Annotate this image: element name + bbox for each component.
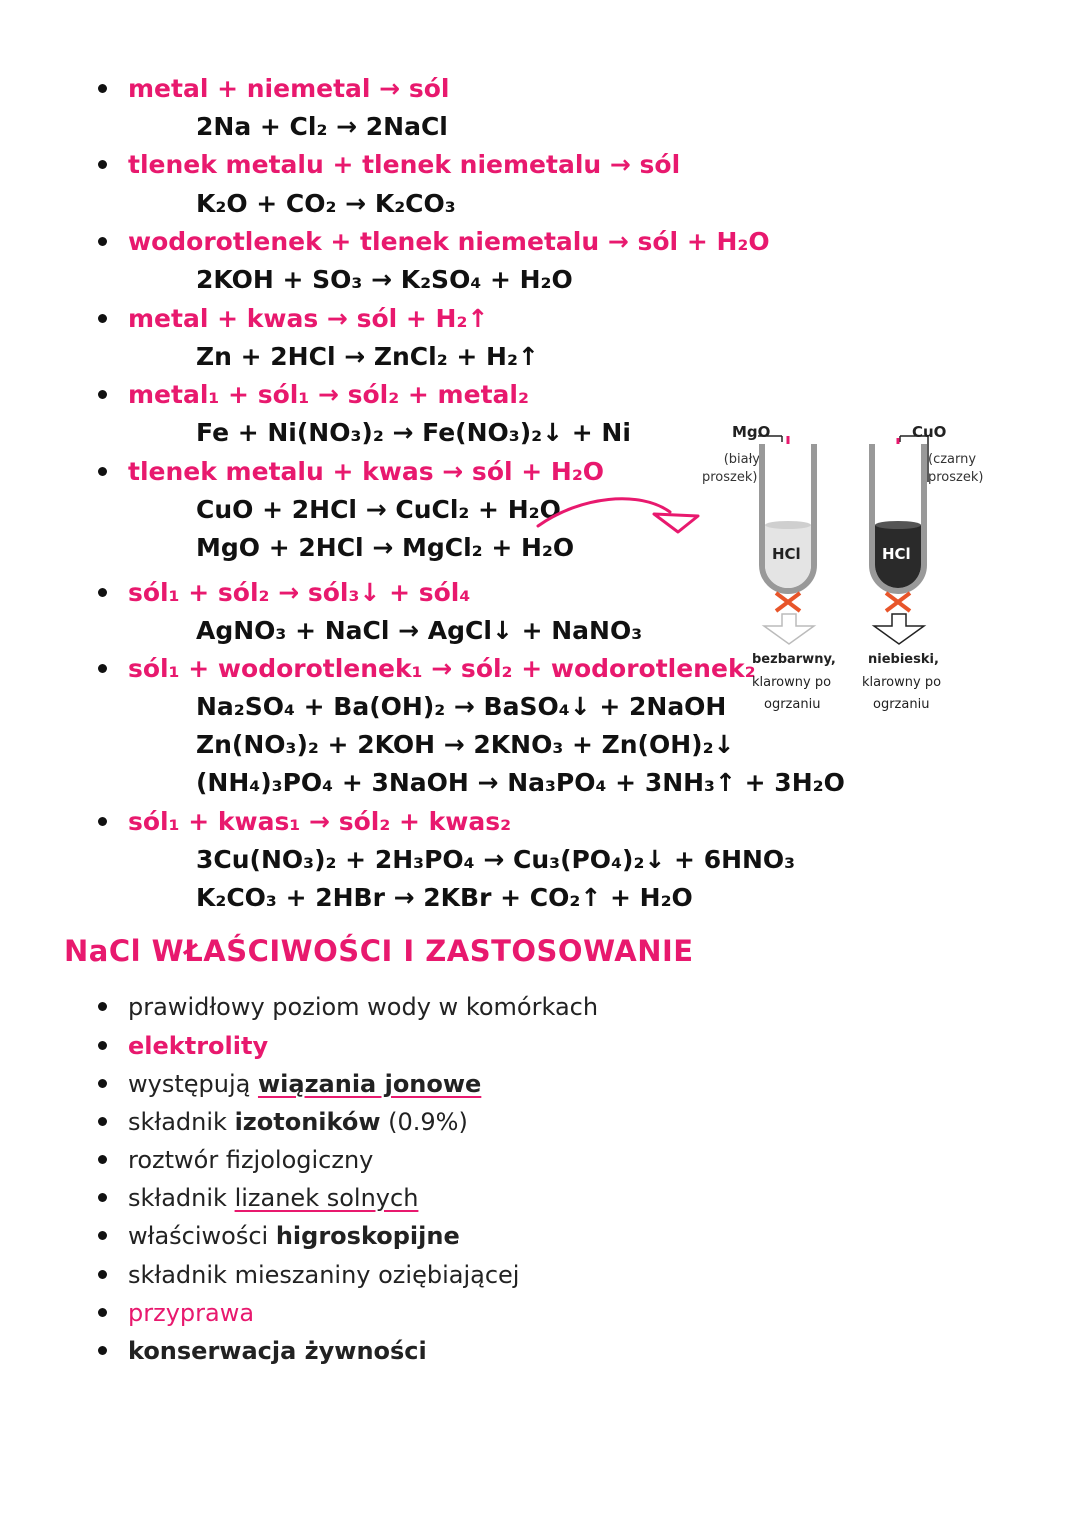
result-label: klarowny po [862,675,942,690]
result-label: bezbarwny, [752,652,836,667]
down-arrow-icon [871,613,927,645]
reaction-example: Zn + 2HCl → ZnCl₂ + H₂↑ [196,342,539,371]
reaction-rule-6: tlenek metalu + kwas → sól + H₂O [98,457,604,486]
property-item: przyprawa [98,1299,254,1327]
bullet [98,1078,107,1088]
bullet [98,663,107,673]
reaction-example: Zn(NO₃)₂ + 2KOH → 2KNO₃ + Zn(OH)₂↓ [196,730,735,759]
bullet [98,1269,107,1279]
result-label: klarowny po [752,675,832,690]
reaction-rule-4: metal + kwas → sól + H₂↑ [98,304,488,333]
bullet [98,236,107,246]
bullet [98,466,107,476]
test-tube-mgo-icon [758,435,817,613]
bullet [98,1345,107,1355]
reaction-example: 2Na + Cl₂ → 2NaCl [196,112,448,141]
reaction-example: 3Cu(NO₃)₂ + 2H₃PO₄ → Cu₃(PO₄)₂↓ + 6HNO₃ [196,845,796,874]
reagent-note: (czarny [928,452,977,467]
reaction-example: K₂CO₃ + 2HBr → 2KBr + CO₂↑ + H₂O [196,883,693,912]
test-tube-cuo-icon [869,435,929,613]
reaction-example: 2KOH + SO₃ → K₂SO₄ + H₂O [196,265,573,294]
bullet [98,313,107,323]
property-item: roztwór fizjologiczny [98,1146,373,1174]
reaction-example: Na₂SO₄ + Ba(OH)₂ → BaSO₄↓ + 2NaOH [196,692,727,721]
reaction-example: CuO + 2HCl → CuCl₂ + H₂O [196,495,561,524]
reagent-note: proszek) [928,470,984,485]
bullet [98,1116,107,1126]
property-item: występują wiązania jonowe [98,1070,481,1098]
acid-label: HCl [882,545,911,563]
result-label: ogrzaniu [764,697,821,712]
reagent-note: proszek) [702,470,758,485]
property-item: składnik lizanek solnych [98,1184,418,1212]
bullet [98,159,107,169]
property-item: składnik mieszaniny oziębiającej [98,1261,519,1289]
bullet [98,1040,107,1050]
bullet [98,1154,107,1164]
reaction-rule-3: wodorotlenek + tlenek niemetalu → sól + … [98,227,770,256]
reaction-rule-5: metal₁ + sól₁ → sól₂ + metal₂ [98,380,529,409]
bullet [98,587,107,597]
bullet [98,389,107,399]
bullet [98,1307,107,1317]
reaction-rule-8: sól₁ + wodorotlenek₁ → sól₂ + wodorotlen… [98,654,756,683]
bullet [98,816,107,826]
curved-arrow-icon [536,497,700,534]
reaction-rule-1: metal + niemetal → sól [98,74,449,103]
acid-label: HCl [772,545,801,563]
reaction-rule-9: sól₁ + kwas₁ → sól₂ + kwas₂ [98,807,511,836]
reaction-example: (NH₄)₃PO₄ + 3NaOH → Na₃PO₄ + 3NH₃↑ + 3H₂… [196,768,845,797]
property-item: składnik izotoników (0.9%) [98,1108,468,1136]
property-item: elektrolity [98,1032,268,1060]
section-title: NaCl WŁAŚCIWOŚCI I ZASTOSOWANIE [64,934,694,968]
property-item: konserwacja żywności [98,1337,427,1365]
reaction-example: AgNO₃ + NaCl → AgCl↓ + NaNO₃ [196,616,643,645]
down-arrow-icon [761,613,817,645]
reaction-example: MgO + 2HCl → MgCl₂ + H₂O [196,533,575,562]
result-label: niebieski, [868,652,939,667]
reaction-rule-7: sól₁ + sól₂ → sól₃↓ + sól₄ [98,578,470,607]
reaction-example: K₂O + CO₂ → K₂CO₃ [196,189,456,218]
property-item: prawidłowy poziom wody w komórkach [98,993,598,1021]
reaction-example: Fe + Ni(NO₃)₂ → Fe(NO₃)₂↓ + Ni [196,418,631,447]
bullet [98,1192,107,1202]
bullet [98,83,107,93]
bullet [98,1230,107,1240]
reagent-note: (biały [723,452,760,467]
result-label: ogrzaniu [873,697,930,712]
reaction-rule-2: tlenek metalu + tlenek niemetalu → sól [98,150,680,179]
bullet [98,1001,107,1011]
property-item: właściwości higroskopijne [98,1222,460,1250]
